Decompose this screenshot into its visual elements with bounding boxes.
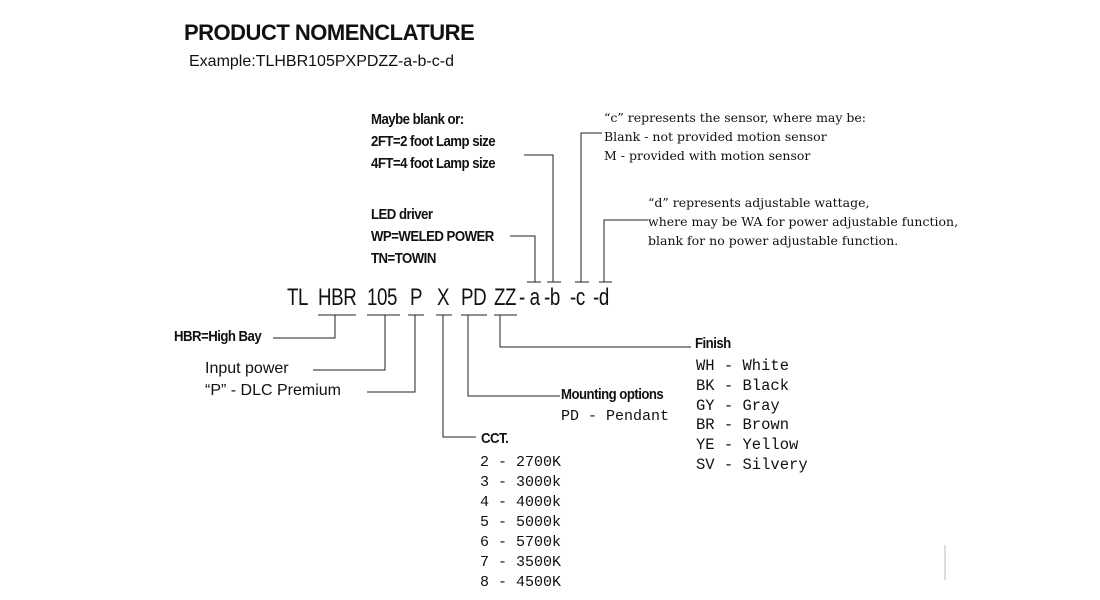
connector-finish bbox=[499, 315, 691, 348]
finish-item: GY - Gray bbox=[696, 396, 780, 415]
mounting-item: PD - Pendant bbox=[561, 408, 670, 425]
mounting-title: Mounting options bbox=[561, 386, 664, 403]
connector-lamp-size bbox=[524, 154, 554, 282]
cct-item: 3 - 3000k bbox=[480, 474, 562, 491]
driver-options: LED driver WP=WELED POWER TN=TOWIN bbox=[371, 204, 494, 270]
code-tl: TL bbox=[287, 284, 309, 311]
input-power-label: Input power bbox=[205, 360, 289, 377]
connector-driver bbox=[510, 235, 536, 282]
wattage-line: “d” represents adjustable wattage, bbox=[648, 195, 870, 210]
cct-item: 5 - 5000k bbox=[480, 514, 562, 531]
finish-item: SV - Silvery bbox=[696, 455, 808, 474]
cct-list: 2 - 2700K 3 - 3000k 4 - 4000k 5 - 5000k … bbox=[480, 453, 561, 593]
lamp-size-line: 4FT=4 foot Lamp size bbox=[371, 155, 496, 172]
cct-title: CCT. bbox=[481, 430, 509, 447]
finish-title: Finish bbox=[695, 335, 731, 352]
cct-item: 6 - 5700k bbox=[480, 534, 562, 551]
code-zz: ZZ bbox=[494, 284, 517, 311]
finish-item: BK - Black bbox=[696, 376, 790, 395]
sensor-options: “c” represents the sensor, where may be:… bbox=[604, 108, 866, 165]
lamp-size-line: 2FT=2 foot Lamp size bbox=[371, 133, 496, 150]
cct-item: 4 - 4000k bbox=[480, 494, 562, 511]
code-hbr: HBR bbox=[318, 284, 357, 311]
wattage-line: where may be WA for power adjustable fun… bbox=[648, 214, 959, 229]
connector-cct bbox=[442, 315, 476, 438]
sensor-line: Blank - not provided motion sensor bbox=[604, 129, 827, 144]
code-a: - a bbox=[519, 284, 540, 311]
code-c: -c bbox=[570, 284, 585, 311]
example-code: Example:TLHBR105PXPDZZ-a-b-c-d bbox=[189, 53, 454, 70]
lamp-size-line: Maybe blank or: bbox=[371, 111, 464, 128]
cct-item: 7 - 3500K bbox=[480, 554, 562, 571]
finish-list: WH - White BK - Black GY - Gray BR - Bro… bbox=[696, 357, 808, 476]
code-p: P bbox=[410, 284, 423, 311]
connector-dlc bbox=[367, 315, 416, 393]
lamp-size-options: Maybe blank or: 2FT=2 foot Lamp size 4FT… bbox=[371, 109, 496, 175]
page-title: PRODUCT NOMENCLATURE bbox=[184, 20, 475, 45]
wattage-options: “d” represents adjustable wattage, where… bbox=[648, 193, 958, 250]
code-b: -b bbox=[544, 284, 560, 311]
code-pd: PD bbox=[461, 284, 487, 311]
finish-item: YE - Yellow bbox=[696, 436, 799, 455]
connector-mounting bbox=[467, 315, 560, 397]
dlc-label: “P” - DLC Premium bbox=[205, 382, 342, 399]
connector-wattage bbox=[603, 219, 648, 282]
finish-item: BR - Brown bbox=[696, 416, 790, 435]
mounting-list: PD - Pendant bbox=[561, 407, 669, 427]
connector-sensor bbox=[580, 132, 602, 282]
finish-item: WH - White bbox=[696, 357, 790, 375]
code-x: X bbox=[437, 284, 450, 311]
series-label: HBR=High Bay bbox=[174, 328, 262, 345]
cct-item: 2 - 2700K bbox=[480, 454, 562, 471]
connector-power bbox=[313, 315, 386, 371]
sensor-line: M - provided with motion sensor bbox=[604, 148, 811, 163]
connector-series bbox=[273, 315, 336, 339]
driver-line: TN=TOWIN bbox=[371, 250, 436, 267]
sensor-line: “c” represents the sensor, where may be: bbox=[604, 110, 867, 125]
driver-line: WP=WELED POWER bbox=[371, 228, 494, 245]
cct-item: 8 - 4500K bbox=[480, 574, 562, 591]
code-d: -d bbox=[593, 284, 609, 311]
driver-line: LED driver bbox=[371, 206, 433, 223]
code-105: 105 bbox=[367, 284, 398, 311]
wattage-line: blank for no power adjustable function. bbox=[648, 233, 899, 248]
